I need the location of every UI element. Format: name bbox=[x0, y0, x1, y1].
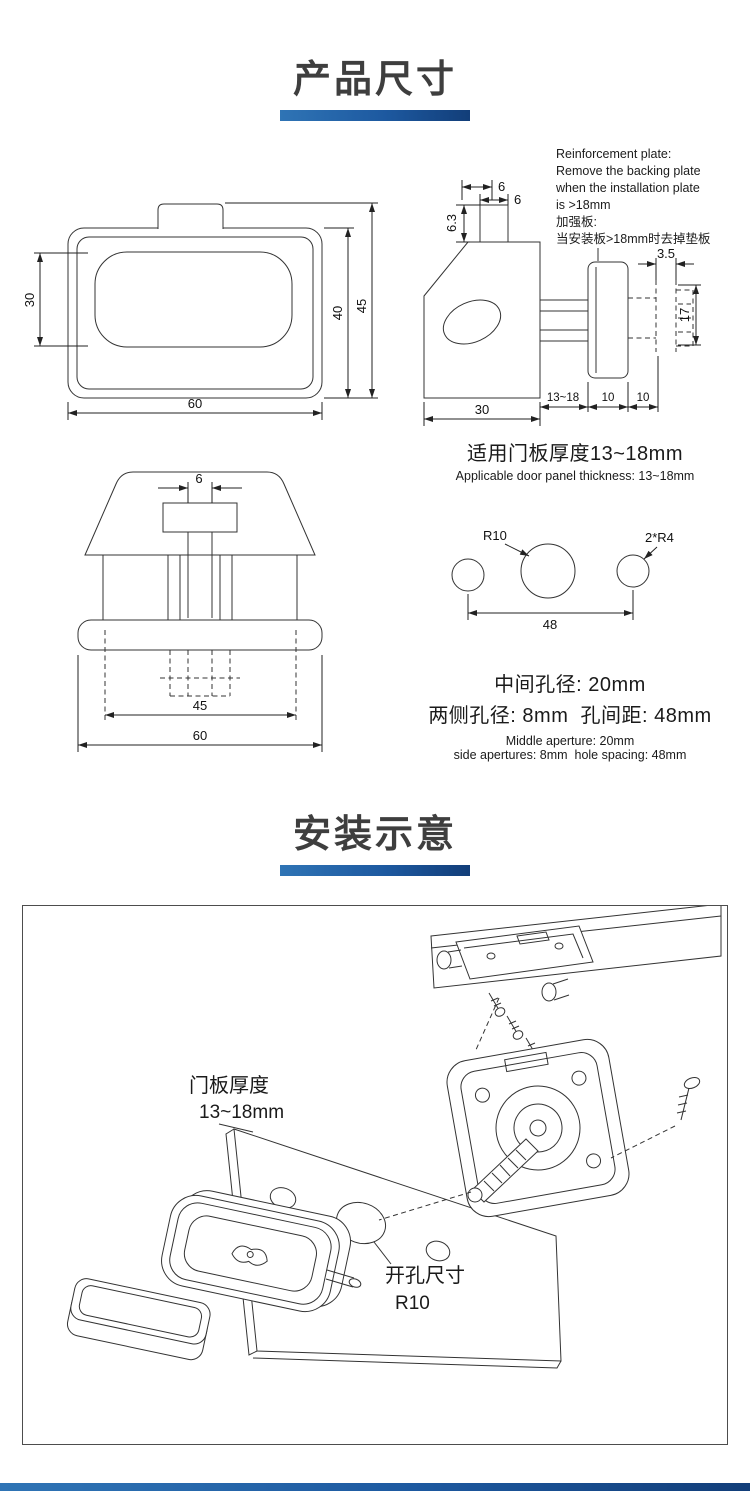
product-dims-title: 产品尺寸 bbox=[292, 59, 457, 101]
label-2r4: 2*R4 bbox=[645, 530, 674, 545]
title-underline-bar bbox=[280, 110, 470, 121]
latch-button-side bbox=[479, 204, 509, 243]
install-title: 安装示意 bbox=[292, 814, 457, 856]
cover-cap bbox=[66, 1278, 211, 1361]
dim-48: 48 bbox=[543, 617, 557, 632]
hole-size-cn1: 中间孔径: 20mm bbox=[494, 674, 646, 696]
note-line: 加强板: bbox=[556, 215, 597, 229]
note-line: when the installation plate bbox=[556, 181, 700, 195]
hole-pattern-drawing: R10 2*R4 48 bbox=[451, 528, 674, 632]
door-thickness-en: Applicable door panel thickness: 13~18mm bbox=[455, 469, 695, 483]
door-thickness-cn: 适用门板厚度13~18mm bbox=[467, 443, 683, 465]
note-line: is >18mm bbox=[556, 198, 611, 212]
side-screw bbox=[676, 1076, 701, 1121]
middle-hole bbox=[520, 543, 576, 599]
dim-60: 60 bbox=[188, 396, 202, 411]
note-line: Reinforcement plate: bbox=[556, 147, 672, 161]
panel-hole-middle bbox=[335, 1201, 387, 1245]
note-line: 当安装板>18mm时去掉垫板 bbox=[556, 232, 711, 246]
dim-45: 45 bbox=[354, 299, 369, 313]
mounting-plate bbox=[587, 261, 629, 379]
install-diagram-box: 门板厚度 13~18mm 开孔尺寸 R10 bbox=[22, 905, 728, 1445]
elevation-view-drawing: 6 45 60 bbox=[77, 471, 323, 752]
front-view-drawing: 30 60 40 45 bbox=[22, 202, 378, 420]
dim-60-elev: 60 bbox=[193, 728, 207, 743]
push-button-tab bbox=[157, 203, 224, 229]
product-dims-header: 产品尺寸 bbox=[0, 48, 750, 121]
note-line: Remove the backing plate bbox=[556, 164, 701, 178]
hole-size-en2: side apertures: 8mm hole spacing: 48mm bbox=[453, 748, 687, 762]
dim-6-elev: 6 bbox=[195, 471, 202, 486]
dim-6b: 6 bbox=[514, 192, 521, 207]
lock-body bbox=[446, 1038, 630, 1218]
alignment-leaders bbox=[378, 997, 676, 1221]
side-hole-left bbox=[451, 558, 485, 592]
strike-catch bbox=[436, 925, 594, 1002]
dim-45-elev: 45 bbox=[193, 698, 207, 713]
label-door-thickness-cn: 门板厚度 bbox=[189, 1074, 269, 1097]
door-thickness-block: 适用门板厚度13~18mm Applicable door panel thic… bbox=[415, 437, 735, 483]
lock-base bbox=[77, 619, 323, 651]
title-underline-bar-2 bbox=[280, 865, 470, 876]
dim-40: 40 bbox=[330, 306, 345, 320]
reinforcement-note: Reinforcement plate: Remove the backing … bbox=[556, 146, 748, 248]
dim-10a: 10 bbox=[602, 392, 615, 404]
latch-frame bbox=[161, 1190, 362, 1313]
install-exploded-view: 门板厚度 13~18mm 开孔尺寸 R10 bbox=[66, 906, 722, 1369]
wing-knob bbox=[231, 1245, 268, 1266]
bottom-accent-bar bbox=[0, 1483, 750, 1491]
panel-hole-small-right bbox=[425, 1240, 451, 1262]
label-door-thickness-val: 13~18mm bbox=[199, 1102, 284, 1123]
dimension-drawings: 30 60 40 45 bbox=[22, 179, 701, 752]
side-view-drawing: 6 6 6.3 3.5 17 30 bbox=[423, 179, 701, 426]
dim-30: 30 bbox=[22, 293, 37, 307]
hole-size-en1: Middle aperture: 20mm bbox=[505, 734, 635, 748]
install-labels: 门板厚度 13~18mm 开孔尺寸 R10 bbox=[189, 1074, 465, 1314]
side-hole-right bbox=[616, 554, 650, 588]
dim-30-side: 30 bbox=[475, 402, 489, 417]
lock-cap bbox=[84, 471, 316, 556]
dim-6-3: 6.3 bbox=[444, 214, 459, 232]
label-hole-size-cn: 开孔尺寸 bbox=[385, 1264, 465, 1287]
hole-size-cn2: 两侧孔径: 8mm 孔间距: 48mm bbox=[428, 705, 712, 727]
dim-13-18: 13~18 bbox=[547, 392, 579, 404]
dim-17: 17 bbox=[677, 308, 692, 322]
dim-10b: 10 bbox=[637, 392, 650, 404]
install-header: 安装示意 bbox=[0, 803, 750, 876]
dim-3-5: 3.5 bbox=[657, 246, 675, 261]
latch-body-side bbox=[423, 241, 541, 399]
dim-6a: 6 bbox=[498, 179, 505, 194]
hole-size-block: 中间孔径: 20mm 两侧孔径: 8mm 孔间距: 48mm Middle ap… bbox=[405, 668, 735, 762]
label-r10: R10 bbox=[483, 528, 507, 543]
label-hole-size-val: R10 bbox=[395, 1293, 430, 1314]
